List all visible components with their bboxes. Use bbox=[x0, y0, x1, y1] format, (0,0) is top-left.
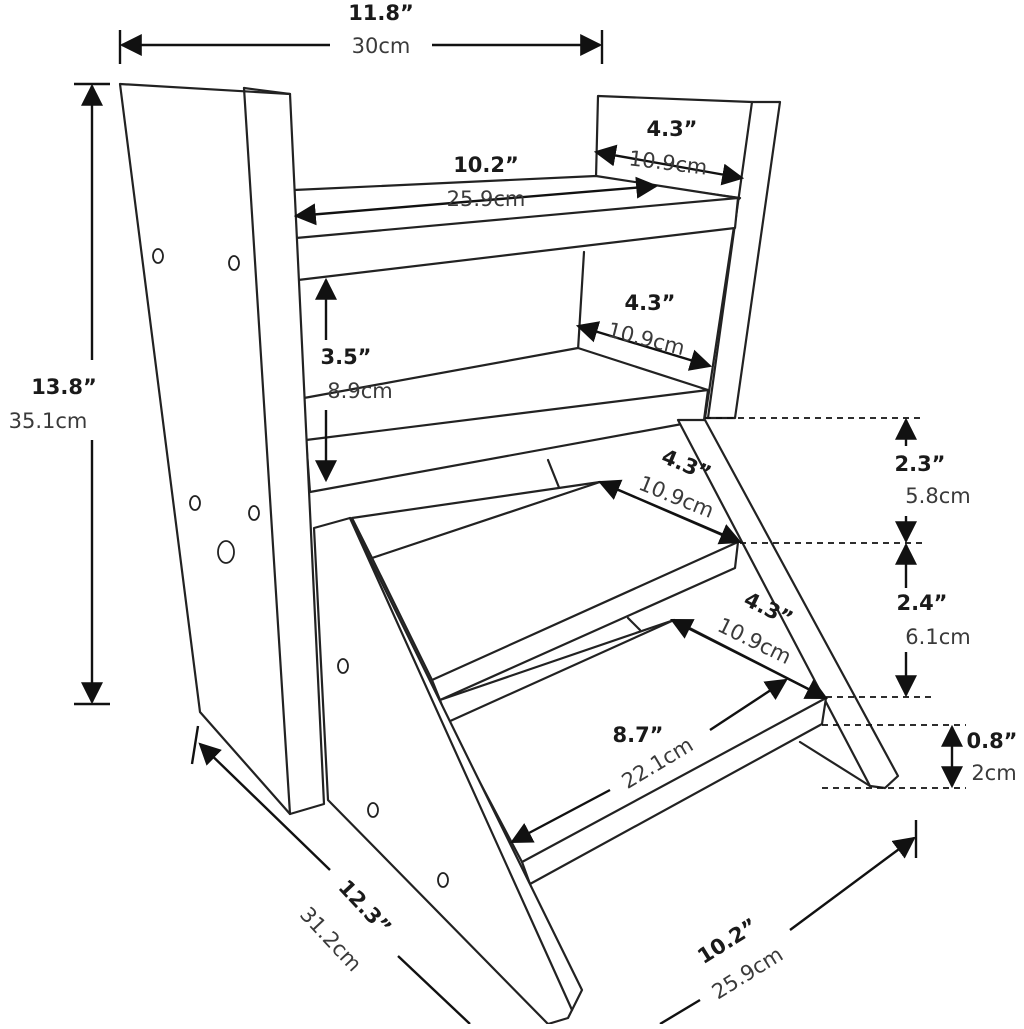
shelf-gap-cm: 8.9cm bbox=[327, 379, 392, 403]
screw-hole bbox=[248, 505, 260, 521]
foot-height-inch: 0.8” bbox=[966, 729, 1017, 753]
height-inch: 13.8” bbox=[31, 375, 97, 399]
dimension-lines bbox=[74, 30, 966, 1026]
rise-lower-cm: 6.1cm bbox=[905, 625, 970, 649]
foot-height-cm: 2cm bbox=[971, 761, 1016, 785]
height-cm: 35.1cm bbox=[9, 409, 88, 433]
middle-shelf bbox=[302, 346, 710, 494]
mid-shelf-depth-cm: 10.9cm bbox=[605, 318, 687, 360]
screw-hole bbox=[228, 255, 240, 271]
top-shelf-depth-inch: 4.3” bbox=[646, 117, 697, 141]
rise-lower-inch: 2.4” bbox=[896, 591, 947, 615]
rise-upper-inch: 2.3” bbox=[894, 452, 945, 476]
screw-hole bbox=[367, 802, 379, 818]
shelf-gap-inch: 3.5” bbox=[320, 345, 371, 369]
top-shelf-length-inch: 10.2” bbox=[453, 153, 519, 177]
rise-upper-cm: 5.8cm bbox=[905, 484, 970, 508]
mid-shelf-depth-inch: 4.3” bbox=[624, 291, 675, 315]
screw-hole bbox=[152, 248, 164, 264]
top-width-inch: 11.8” bbox=[348, 1, 414, 25]
step-length-inch: 8.7” bbox=[612, 723, 663, 747]
screw-hole bbox=[189, 495, 201, 511]
screw-hole bbox=[217, 540, 235, 564]
top-width-cm: 30cm bbox=[352, 34, 411, 58]
shelf-unit-illustration bbox=[118, 82, 900, 1026]
screw-hole bbox=[437, 872, 449, 888]
left-side-panel bbox=[118, 82, 326, 816]
base-depth-inch: 12.3” bbox=[334, 875, 396, 939]
screw-hole bbox=[337, 658, 349, 674]
top-shelf-length-cm: 25.9cm bbox=[447, 187, 526, 211]
